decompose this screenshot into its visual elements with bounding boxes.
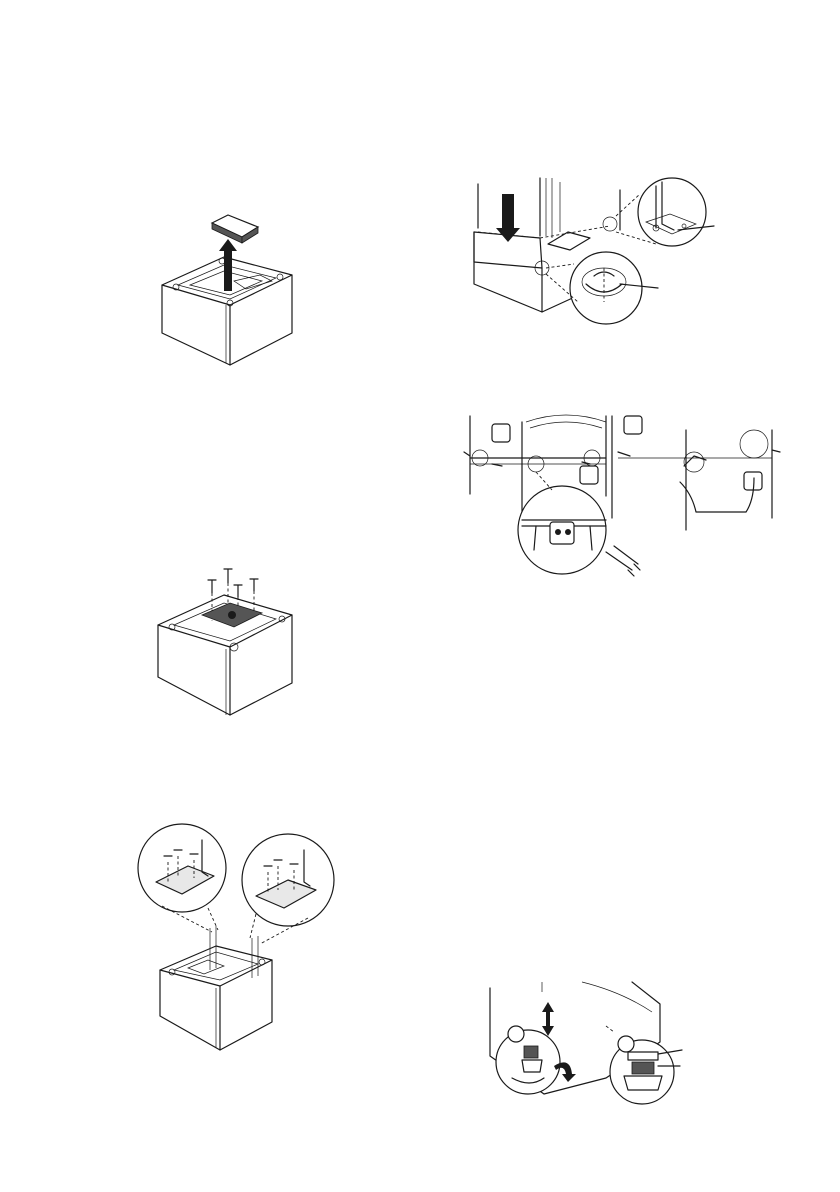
pedestal-bracket-detail-icon xyxy=(138,820,338,1060)
side-bracket-screws-icon xyxy=(462,408,782,578)
pedestal-screws-plate-icon xyxy=(150,565,310,725)
pedestal-cover-lift-icon xyxy=(150,205,310,365)
figure-attach-brackets xyxy=(138,820,338,1060)
figure-adjust-feet xyxy=(482,982,692,1104)
callout-box-a xyxy=(492,424,510,442)
callout-box-c xyxy=(624,416,642,434)
washer-on-pedestal-detail-icon xyxy=(470,172,720,342)
screw-icon xyxy=(208,569,258,597)
figure-fasten-side-brackets xyxy=(462,408,782,578)
leveling-feet-detail-icon xyxy=(482,982,692,1104)
figure-lift-top-cover xyxy=(150,205,310,365)
callout-circle-b xyxy=(618,1036,634,1052)
callout-box-d xyxy=(744,472,762,490)
callout-box-b xyxy=(580,466,598,484)
callout-circle-a xyxy=(508,1026,524,1042)
figure-place-washer xyxy=(470,172,720,342)
figure-screw-mount-plate xyxy=(150,565,310,725)
